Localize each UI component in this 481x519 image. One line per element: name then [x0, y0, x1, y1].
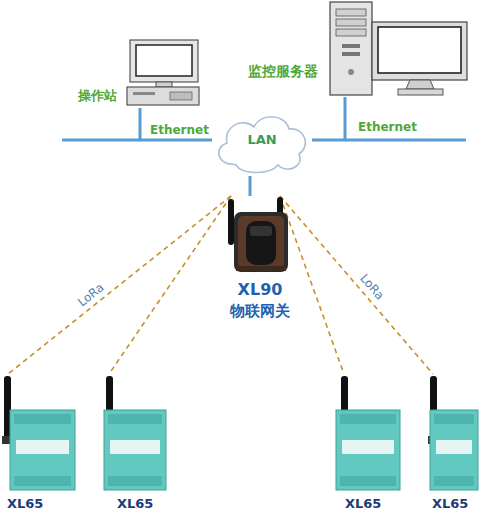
node-label: XL65 — [117, 496, 153, 512]
ethernet-bus — [345, 139, 466, 142]
node-device-icon — [2, 376, 75, 490]
ethernet-link — [249, 176, 252, 196]
node-label: XL65 — [345, 496, 381, 512]
server-node: 监控服务器 — [245, 0, 473, 97]
node-label: 监控服务器 — [248, 63, 318, 80]
gateway-node: XL90 物联网关 — [214, 196, 306, 324]
node-device-icon — [336, 376, 400, 490]
node-label: XL65 — [7, 496, 43, 512]
link-label: Ethernet — [150, 123, 209, 137]
link-label: LoRa — [357, 272, 387, 304]
lora-node: XL65 — [333, 374, 403, 516]
ethernet-bus — [62, 139, 140, 142]
lora-node: XL65 — [100, 374, 170, 516]
link-label: Ethernet — [358, 120, 417, 134]
lora-link — [109, 196, 231, 374]
lora-link — [280, 196, 344, 374]
node-label: LAN — [212, 132, 312, 148]
gateway-icon — [228, 197, 288, 272]
ethernet-link — [140, 108, 212, 140]
ethernet-link — [312, 97, 345, 140]
lora-link — [8, 196, 231, 374]
lora-link — [280, 196, 433, 374]
node-label: 操作站 — [78, 88, 117, 104]
workstation-icon — [127, 40, 199, 105]
node-label: XL90 — [214, 280, 306, 299]
workstation-node: 操作站 — [75, 38, 203, 108]
node-device-icon — [104, 376, 166, 490]
server-icon — [330, 2, 467, 95]
lora-node: XL65 — [2, 374, 80, 516]
lan-cloud: LAN — [212, 108, 312, 176]
node-label: 物联网关 — [214, 302, 306, 320]
link-label: LoRa — [75, 280, 107, 309]
lora-node: XL65 — [424, 374, 481, 516]
node-device-icon — [428, 376, 478, 490]
node-label: XL65 — [432, 496, 468, 512]
